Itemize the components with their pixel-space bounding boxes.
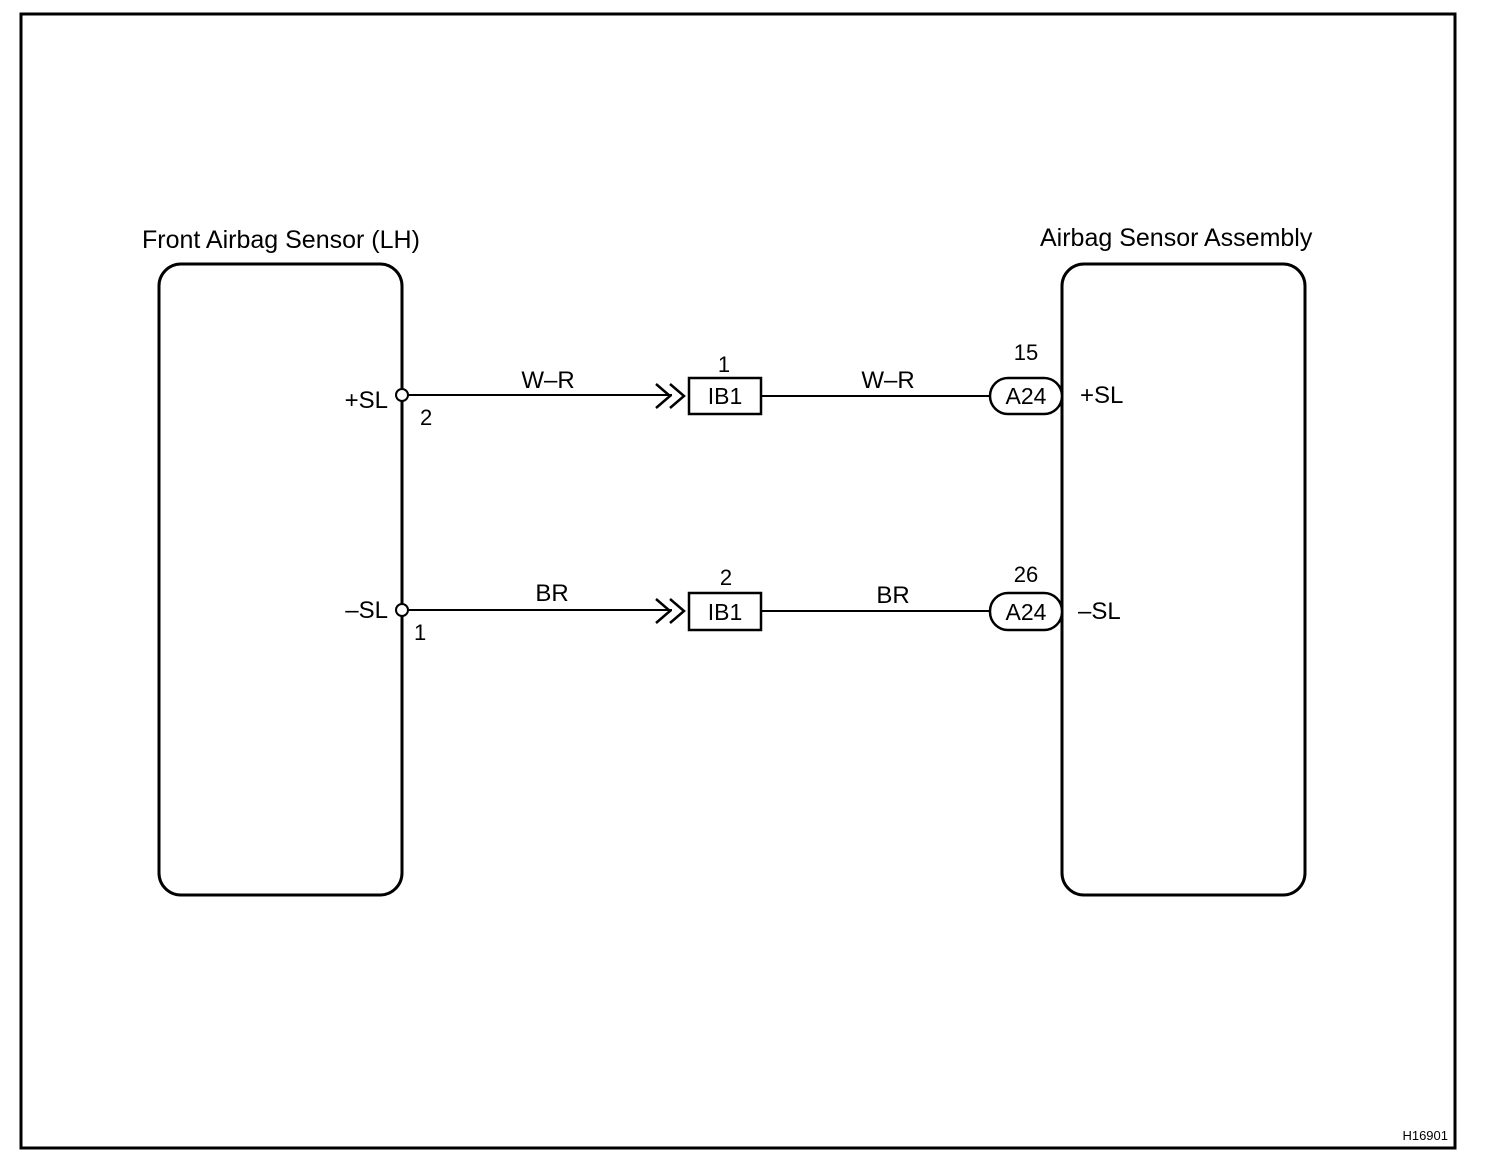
ib1-connector-top-number: 1 [718, 352, 730, 377]
left-component-box [157, 262, 404, 897]
right-component-title: Airbag Sensor Assembly [1040, 224, 1313, 252]
left-pin-plus-sl-terminal [395, 388, 409, 402]
airbag-sensor-assembly: Airbag Sensor Assembly 15 A24 +SL 26 A24… [988, 224, 1313, 897]
left-pin-minus-sl-label: –SL [345, 597, 388, 624]
left-pin-minus-sl-number: 1 [414, 620, 426, 645]
wire-minus-sl-chevron-1 [655, 598, 672, 624]
ib1-connector-bottom-number: 2 [720, 565, 732, 590]
wire-plus-sl-chevron-1 [655, 383, 672, 409]
wire-minus-sl-chevron-2 [669, 598, 686, 624]
ib1-connector-bottom [687, 591, 763, 632]
right-pin-plus-sl-label: +SL [1080, 382, 1123, 409]
right-pin-plus-sl-number: 15 [1014, 340, 1038, 365]
wire-plus-sl-chevron-2 [669, 383, 686, 409]
wire-minus-sl: BR IB1 2 BR [408, 565, 990, 632]
ib1-connector-top [687, 376, 763, 416]
right-connector-a24-top-label: A24 [1006, 383, 1047, 409]
wire-plus-sl-left-color: W–R [521, 367, 574, 394]
left-pin-plus-sl-label: +SL [345, 387, 388, 414]
wire-plus-sl: W–R IB1 1 W–R [408, 352, 990, 416]
right-component-box [1060, 262, 1307, 897]
front-airbag-sensor-lh: Front Airbag Sensor (LH) +SL 2 –SL 1 [142, 226, 432, 897]
diagram-code: H16901 [1402, 1128, 1448, 1143]
wire-minus-sl-right-color: BR [876, 582, 909, 609]
left-pin-minus-sl-terminal [395, 603, 409, 617]
right-pin-minus-sl-label: –SL [1078, 598, 1121, 625]
left-component-title: Front Airbag Sensor (LH) [142, 226, 420, 254]
diagram-frame [19, 12, 1457, 1150]
left-pin-plus-sl-number: 2 [420, 405, 432, 430]
right-pin-minus-sl-number: 26 [1014, 562, 1038, 587]
right-connector-a24-bottom-label: A24 [1006, 599, 1047, 625]
ib1-connector-bottom-label: IB1 [708, 599, 743, 625]
ib1-connector-top-label: IB1 [708, 383, 743, 409]
wire-minus-sl-left-color: BR [535, 580, 568, 607]
wire-plus-sl-right-color: W–R [861, 367, 914, 394]
